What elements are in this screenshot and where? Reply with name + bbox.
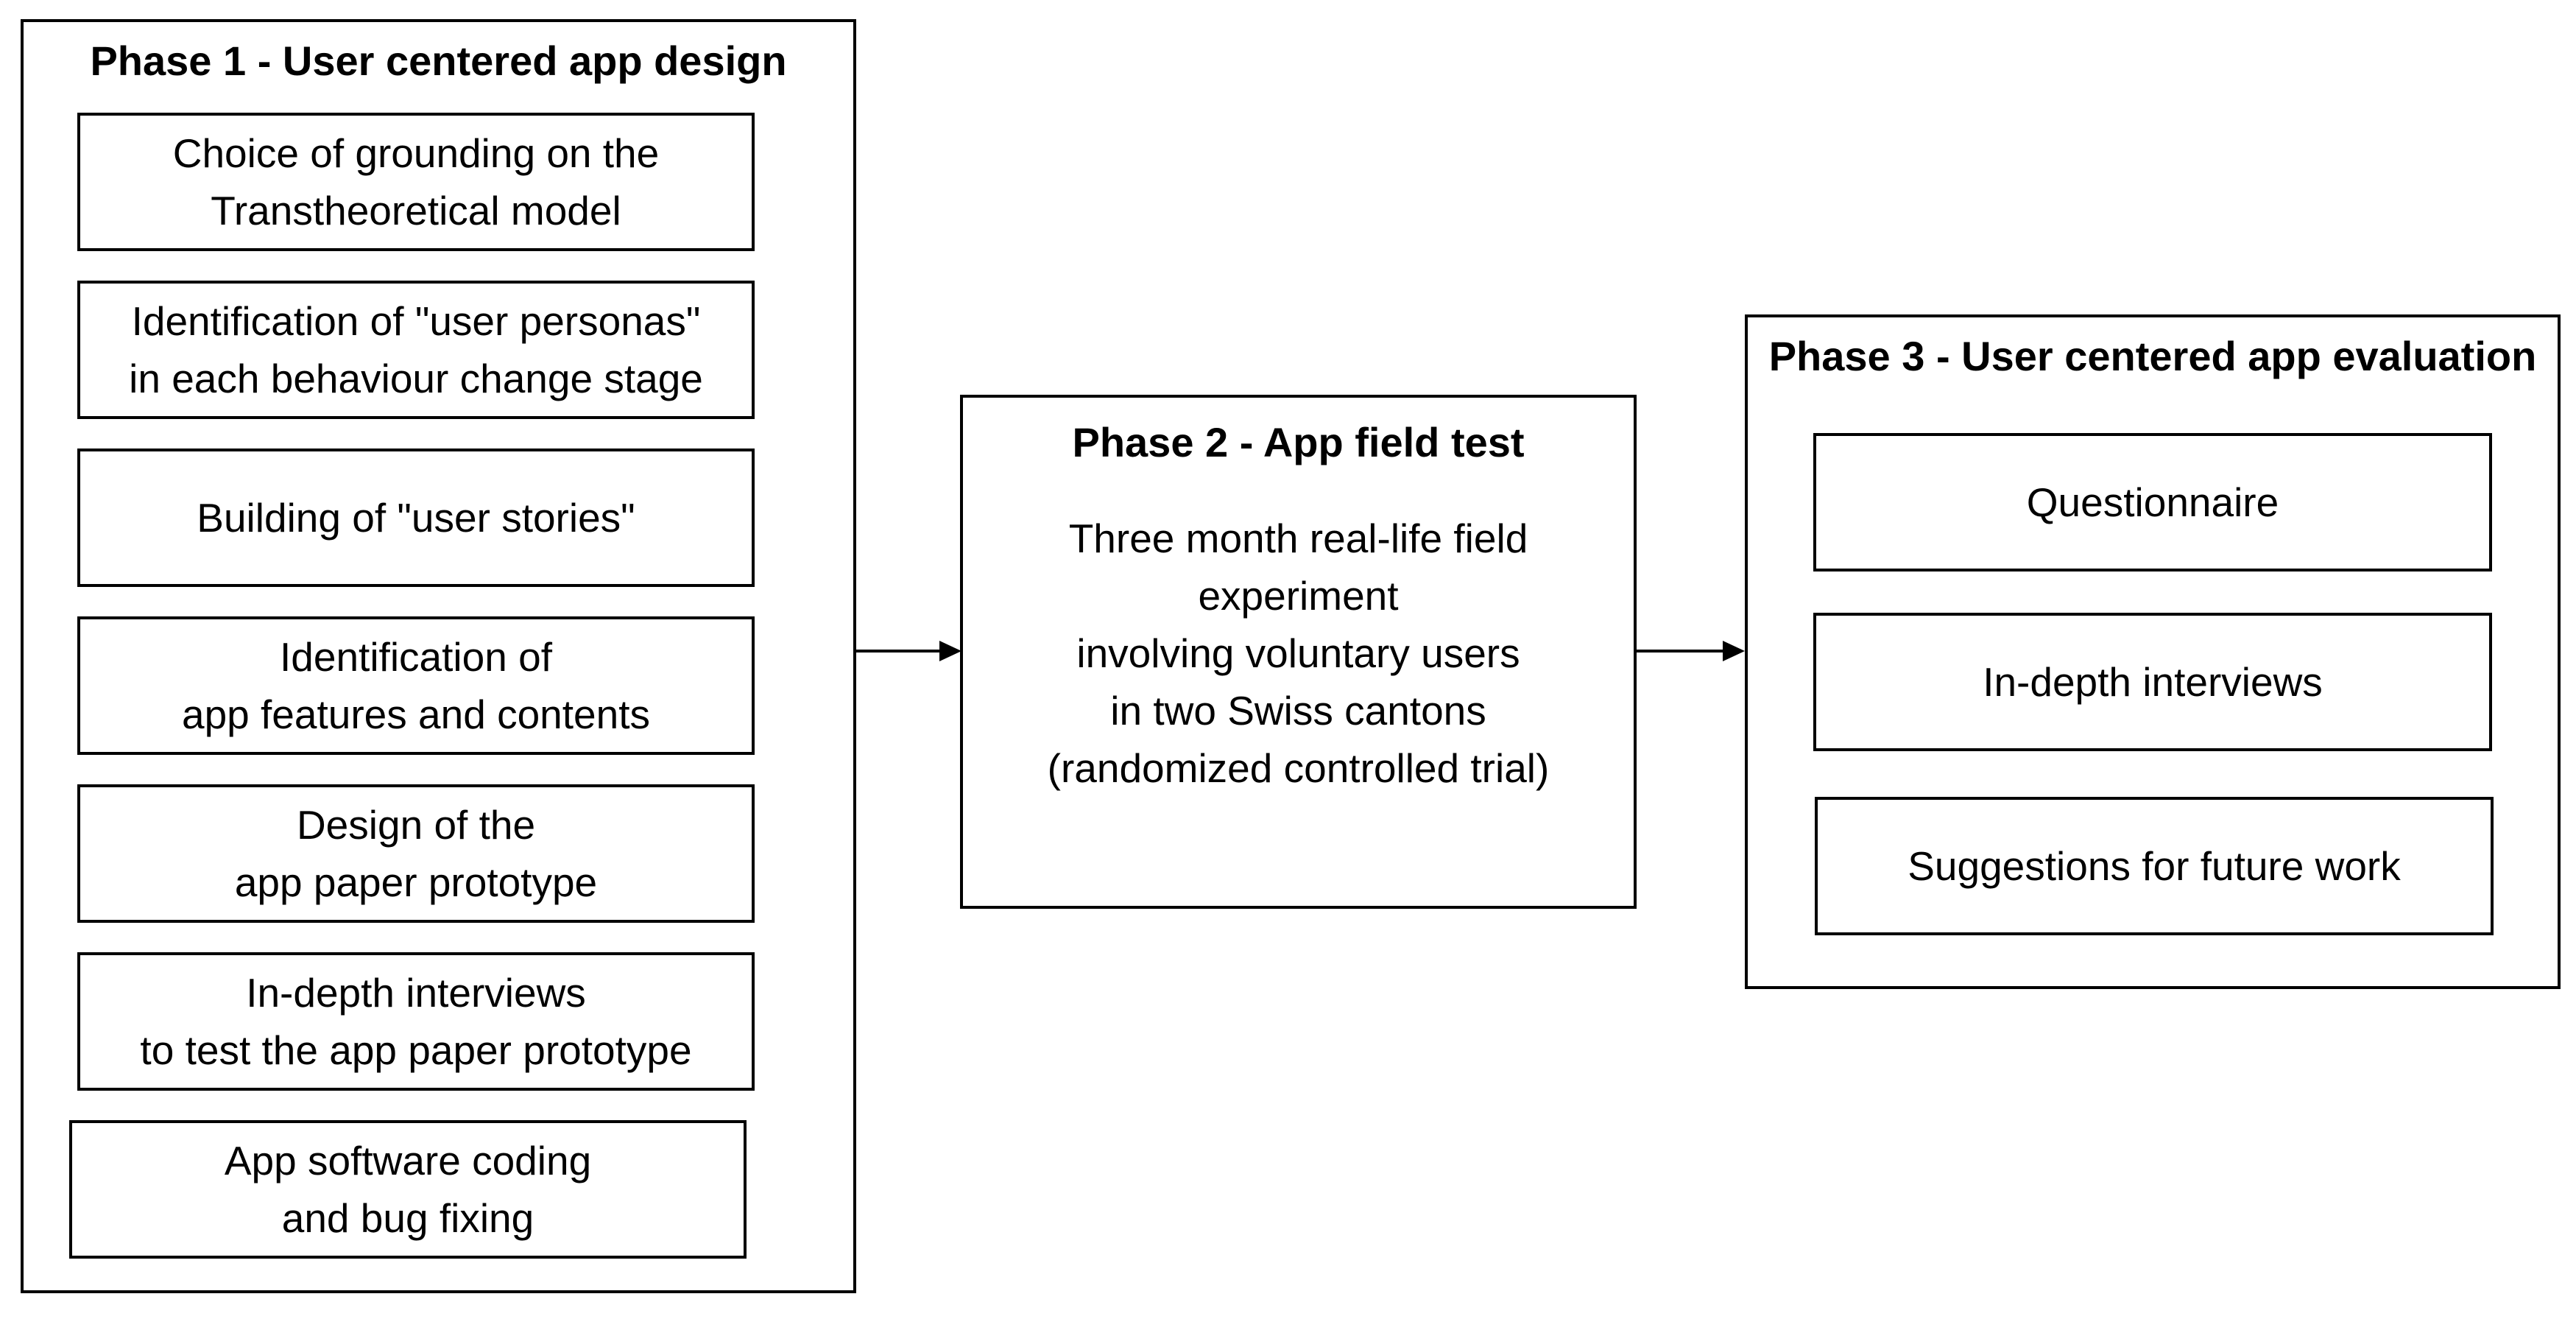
phase3-title: Phase 3 - User centered app evaluation	[1768, 333, 2537, 379]
description-line: involving voluntary users	[1076, 630, 1520, 676]
step-text-line: In-depth interviews	[246, 970, 586, 1016]
phase1-step-user-personas: Identification of "user personas" in eac…	[77, 281, 755, 419]
item-text: Questionnaire	[2026, 479, 2279, 525]
description-line: in two Swiss cantons	[1110, 688, 1486, 734]
step-text-line: and bug fixing	[281, 1195, 534, 1241]
phase2-panel: Phase 2 - App field test Three month rea…	[960, 395, 1637, 909]
step-text-line: Choice of grounding on the	[172, 130, 660, 176]
phase1-step-grounding: Choice of grounding on the Transtheoreti…	[77, 113, 755, 251]
step-text-line: app features and contents	[181, 692, 651, 737]
phase1-step-prototype-interviews: In-depth interviews to test the app pape…	[77, 952, 755, 1091]
description-line: Three month real-life field	[1068, 516, 1528, 561]
phase1-title: Phase 1 - User centered app design	[90, 38, 787, 84]
step-text-line: Identification of	[280, 634, 552, 680]
phase2-title: Phase 2 - App field test	[1072, 419, 1525, 465]
description-line: experiment	[1198, 573, 1399, 619]
phase3-item-interviews: In-depth interviews	[1813, 613, 2492, 751]
step-text-line: Design of the	[296, 802, 536, 848]
item-text: Suggestions for future work	[1908, 843, 2401, 889]
step-text-line: in each behaviour change stage	[129, 356, 703, 401]
phase1-step-paper-prototype: Design of the app paper prototype	[77, 784, 755, 923]
phase3-item-questionnaire: Questionnaire	[1813, 433, 2492, 571]
phase2-description: Three month real-life field experiment i…	[963, 510, 1634, 797]
arrowhead-phase2	[939, 641, 961, 661]
item-text: In-depth interviews	[1983, 659, 2323, 705]
description-line: (randomized controlled trial)	[1047, 745, 1550, 791]
phase1-step-app-features: Identification of app features and conte…	[77, 616, 755, 755]
step-text-line: Transtheoretical model	[211, 188, 621, 233]
phase3-item-future-work: Suggestions for future work	[1815, 797, 2494, 935]
step-text-line: app paper prototype	[234, 859, 598, 905]
step-text-line: to test the app paper prototype	[140, 1027, 692, 1073]
arrowhead-phase3	[1723, 641, 1745, 661]
step-text-line: App software coding	[224, 1138, 592, 1183]
phase1-step-software-coding: App software coding and bug fixing	[69, 1120, 747, 1259]
phase1-step-user-stories: Building of "user stories"	[77, 449, 755, 587]
step-text-line: Identification of "user personas"	[131, 298, 701, 344]
step-text-line: Building of "user stories"	[197, 495, 635, 541]
